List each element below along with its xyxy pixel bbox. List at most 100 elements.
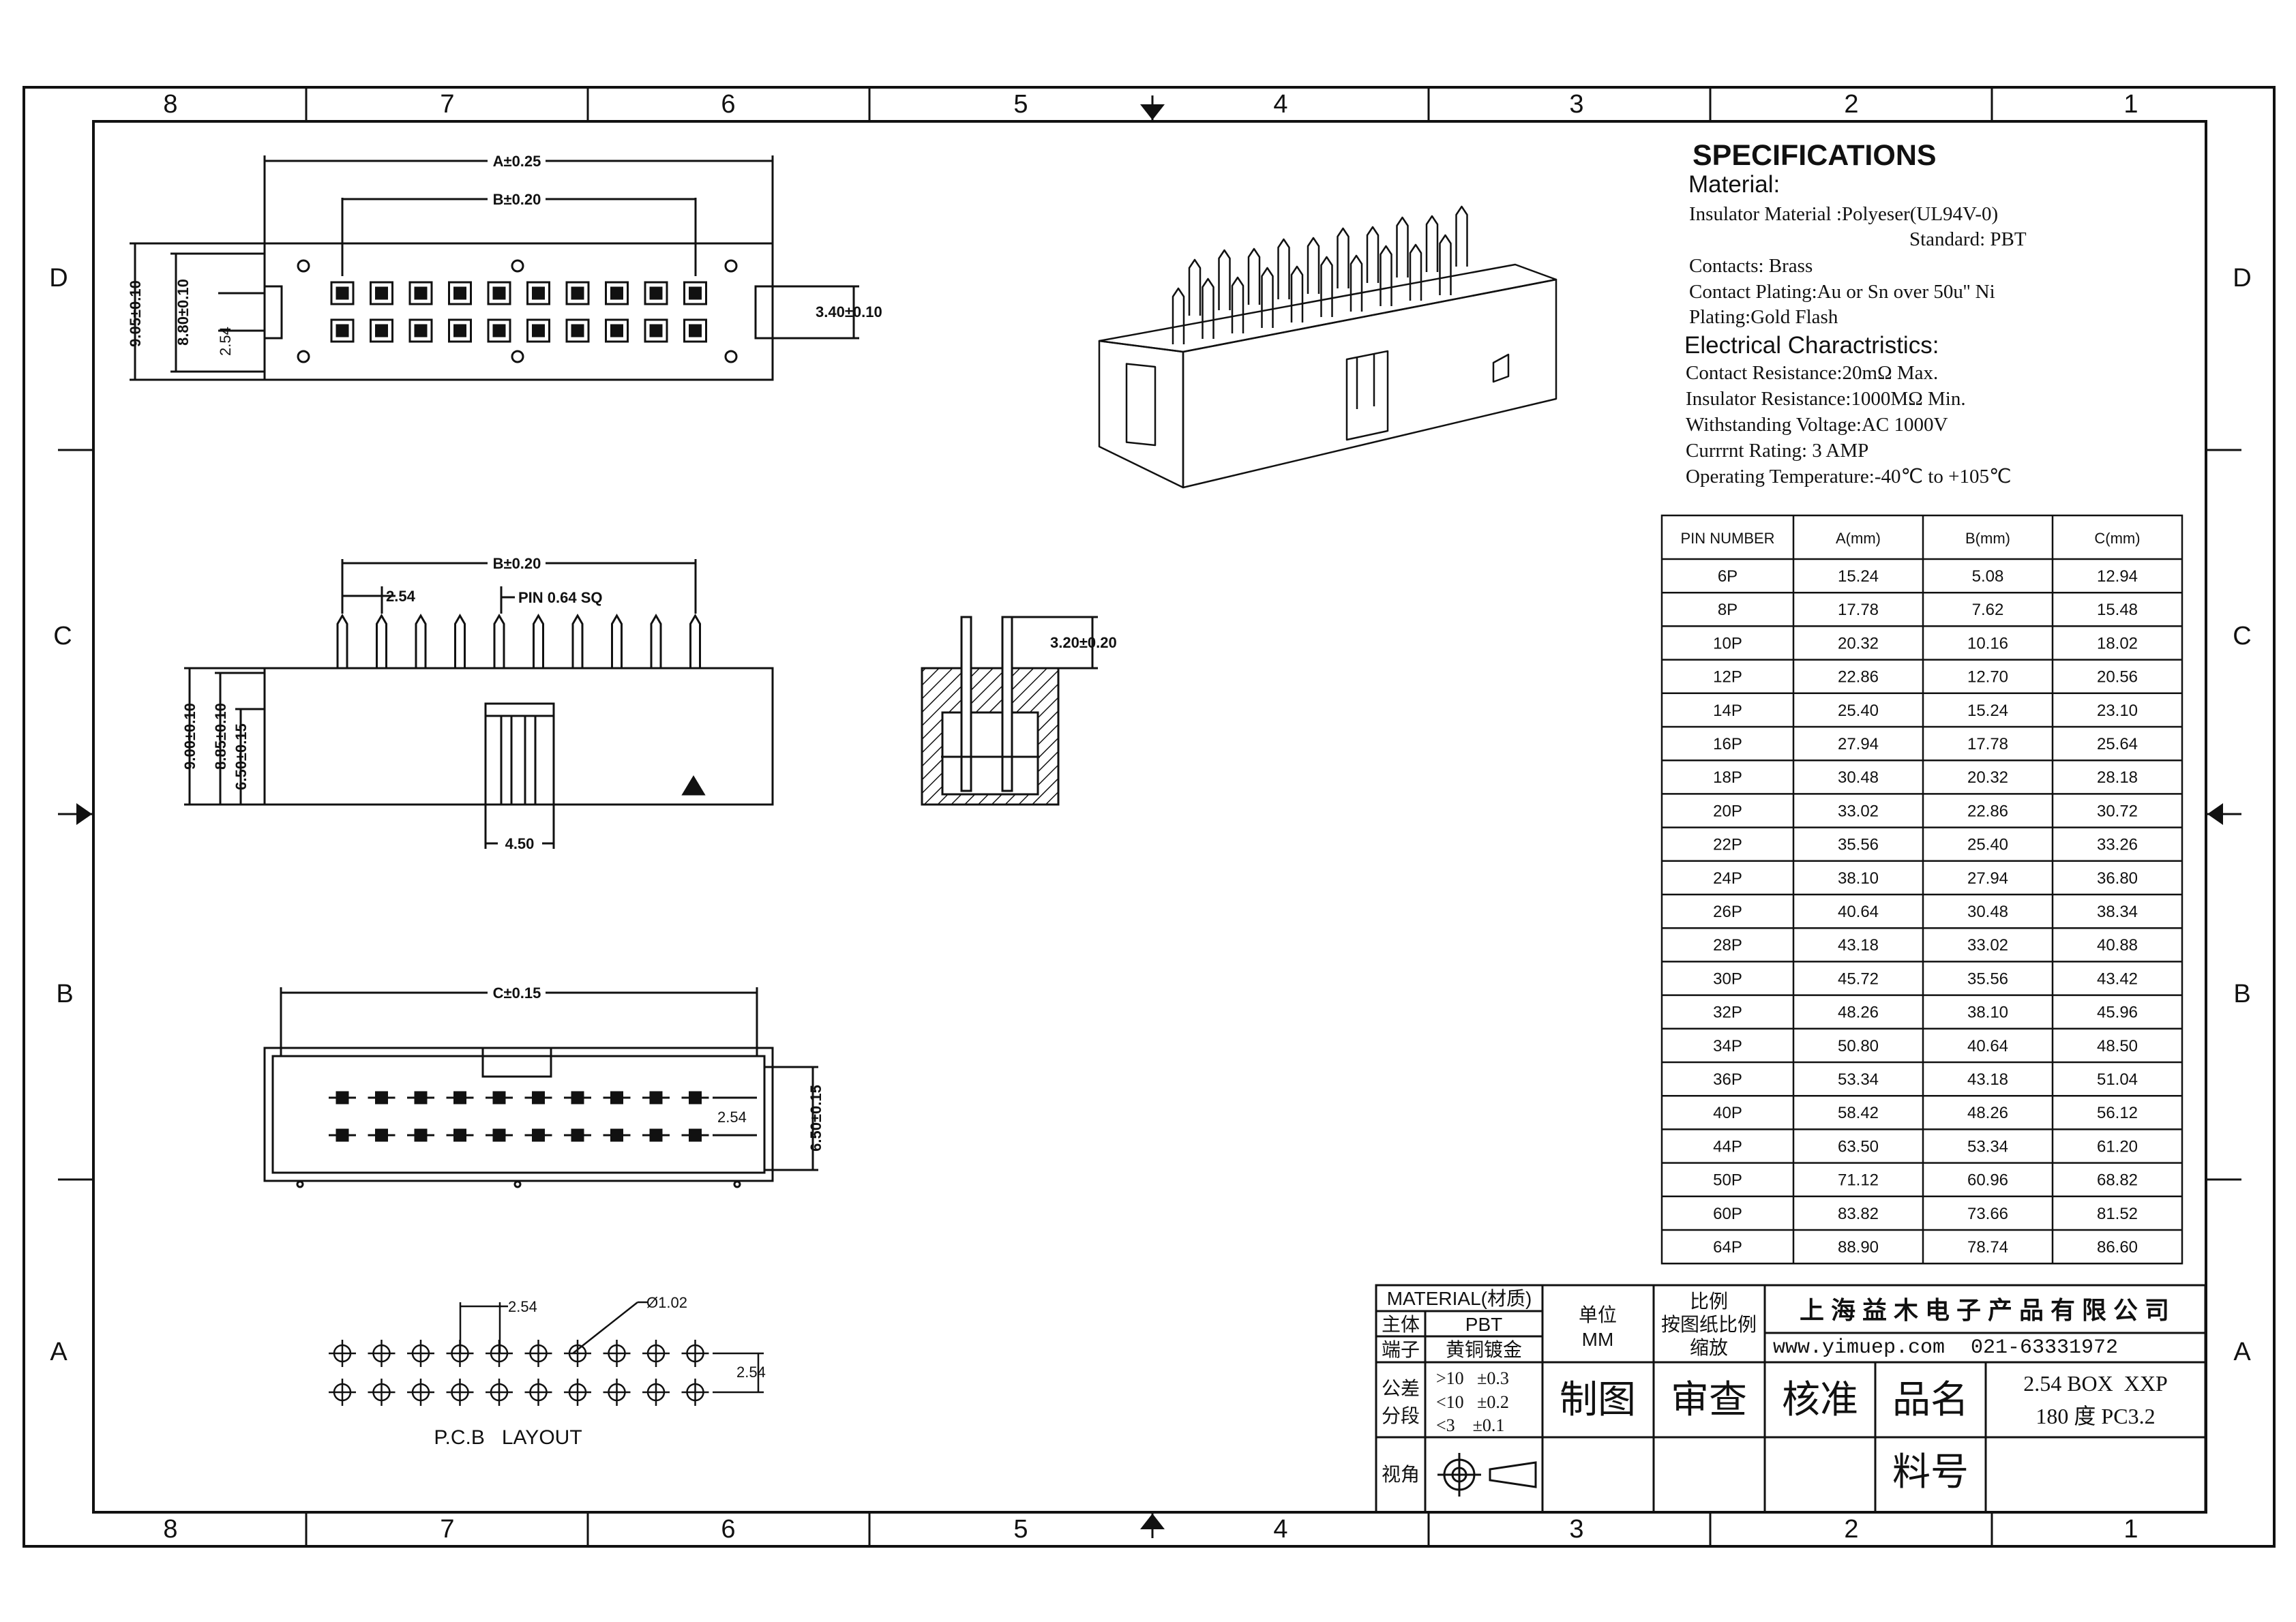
pin-pad xyxy=(644,281,668,305)
iso-pin xyxy=(1307,237,1320,294)
scale-label: 比例 xyxy=(1690,1291,1728,1312)
pin xyxy=(336,614,348,668)
zone-col-top: 4 xyxy=(1273,90,1287,119)
iso-pin xyxy=(1261,267,1274,328)
table-cell: 43.18 xyxy=(1838,936,1879,955)
iso-pin xyxy=(1172,287,1185,344)
product-name: 2.54 BOX XXP xyxy=(2023,1371,2168,1396)
table-cell: 56.12 xyxy=(2097,1104,2138,1122)
terminal-value: 黄铜镀金 xyxy=(1446,1339,1522,1360)
table-cell: 30P xyxy=(1713,970,1742,988)
table-cell: 33.02 xyxy=(1838,802,1879,820)
table-cell: 33.02 xyxy=(1967,936,2008,955)
table-cell: 53.34 xyxy=(1967,1137,2008,1156)
table-cell: 5.08 xyxy=(1972,567,2004,586)
table-cell: 16P xyxy=(1713,735,1742,753)
pin-pad xyxy=(605,281,629,305)
zone-col-top: 3 xyxy=(1569,90,1583,119)
table-cell: 48.26 xyxy=(1967,1104,2008,1122)
iso-pin xyxy=(1188,258,1202,316)
table-cell: 64P xyxy=(1713,1238,1742,1257)
zone-col-bottom: 2 xyxy=(1844,1515,1858,1544)
pin-square xyxy=(492,324,506,337)
pin-pad xyxy=(448,318,472,343)
pin-square xyxy=(336,324,349,337)
pin-square xyxy=(532,286,545,300)
iso-pin xyxy=(1231,276,1244,333)
spec-line: Contacts: Brass xyxy=(1689,255,1813,277)
body-label: 主体 xyxy=(1382,1314,1420,1335)
pcb-layout-label: P.C.B LAYOUT xyxy=(434,1426,582,1449)
table-cell: 45.72 xyxy=(1838,970,1879,988)
pin-square xyxy=(414,324,428,337)
pin-pad xyxy=(644,318,668,343)
iso-pin xyxy=(1290,265,1304,322)
table-cell: 43.42 xyxy=(2097,970,2138,988)
section-view xyxy=(921,616,1098,806)
top-view-dims: A±0.25 B±0.20 9.05±0.10 8.80±0.10 2.54 3… xyxy=(127,153,882,356)
pin-pad xyxy=(565,318,590,343)
table-cell: 35.56 xyxy=(1838,836,1879,854)
iso-pin xyxy=(1337,227,1350,288)
iso-pin xyxy=(1396,216,1409,277)
zone-labels: 8 7 6 5 4 3 2 1 8 7 6 5 4 3 2 1 D C B A … xyxy=(49,90,2251,1544)
table-cell: 43.18 xyxy=(1967,1070,2008,1089)
zone-row-left: D xyxy=(49,264,68,292)
unit-label: 单位 xyxy=(1579,1304,1617,1325)
table-cell: 40.64 xyxy=(1967,1037,2008,1055)
zone-col-top: 5 xyxy=(1013,90,1028,119)
terminal-label: 端子 xyxy=(1382,1339,1420,1360)
pin-pad xyxy=(330,281,355,305)
side-view-dims: B±0.20 2.54 PIN 0.64 SQ 9.00±0.10 8.85±0… xyxy=(181,555,603,852)
spec-line: Currrnt Rating: 3 AMP xyxy=(1686,440,1868,462)
dim-width: 6.50±0.15 xyxy=(807,1085,824,1152)
body-value: PBT xyxy=(1465,1314,1502,1335)
pin-square xyxy=(571,324,584,337)
tolerance-row: <3 ±0.1 xyxy=(1436,1415,1504,1435)
table-header: C(mm) xyxy=(2094,530,2140,547)
zone-col-top: 6 xyxy=(721,90,735,119)
dim-pitch: 2.54 xyxy=(508,1298,537,1315)
dim-b-label: B±0.20 xyxy=(493,555,541,572)
dim-a-label: A±0.25 xyxy=(493,153,541,170)
table-cell: 24P xyxy=(1713,869,1742,888)
pin-pad xyxy=(487,281,511,305)
bottom-view xyxy=(263,987,818,1188)
zone-col-bottom: 7 xyxy=(440,1515,454,1544)
tolerance-row: >10 ±0.3 xyxy=(1436,1368,1509,1388)
bottom-view-dims: C±0.15 2.54 6.50±0.15 xyxy=(493,985,824,1152)
iso-pin xyxy=(1380,245,1392,306)
table-cell: 10P xyxy=(1713,634,1742,652)
iso-pin xyxy=(1409,243,1422,301)
pin-square xyxy=(532,324,545,337)
zone-col-top: 7 xyxy=(440,90,454,119)
pcb-layout-dims: 2.54 Ø1.02 2.54 P.C.B LAYOUT xyxy=(434,1294,765,1449)
part-number-label: 料号 xyxy=(1892,1450,1969,1493)
table-cell: 28.18 xyxy=(2097,768,2138,787)
dim-height-3: 6.50±0.15 xyxy=(233,723,250,790)
zone-col-bottom: 8 xyxy=(163,1515,177,1544)
spec-line: Plating:Gold Flash xyxy=(1689,306,1838,328)
table-header: B(mm) xyxy=(1965,530,2010,547)
pin xyxy=(493,614,505,668)
table-cell: 12.70 xyxy=(1967,668,2008,687)
table-cell: 60P xyxy=(1713,1205,1742,1223)
dim-height-1: 9.00±0.10 xyxy=(181,703,198,770)
table-cell: 25.40 xyxy=(1838,702,1879,720)
iso-pin xyxy=(1350,254,1363,312)
table-cell: 63.50 xyxy=(1838,1137,1879,1156)
pin xyxy=(454,614,466,668)
zone-col-bottom: 6 xyxy=(721,1515,735,1544)
pin-square xyxy=(649,286,663,300)
dim-height-2: 8.80±0.10 xyxy=(175,279,192,346)
table-cell: 38.34 xyxy=(2097,903,2138,921)
table-cell: 22P xyxy=(1713,836,1742,854)
zone-col-bottom: 3 xyxy=(1569,1515,1583,1544)
table-cell: 35.56 xyxy=(1967,970,2008,988)
dim-pitch: 2.54 xyxy=(717,1109,747,1126)
pin xyxy=(415,614,427,668)
table-cell: 20.32 xyxy=(1967,768,2008,787)
table-cell: 7.62 xyxy=(1972,601,2004,619)
product-name-label: 品名 xyxy=(1892,1378,1969,1421)
